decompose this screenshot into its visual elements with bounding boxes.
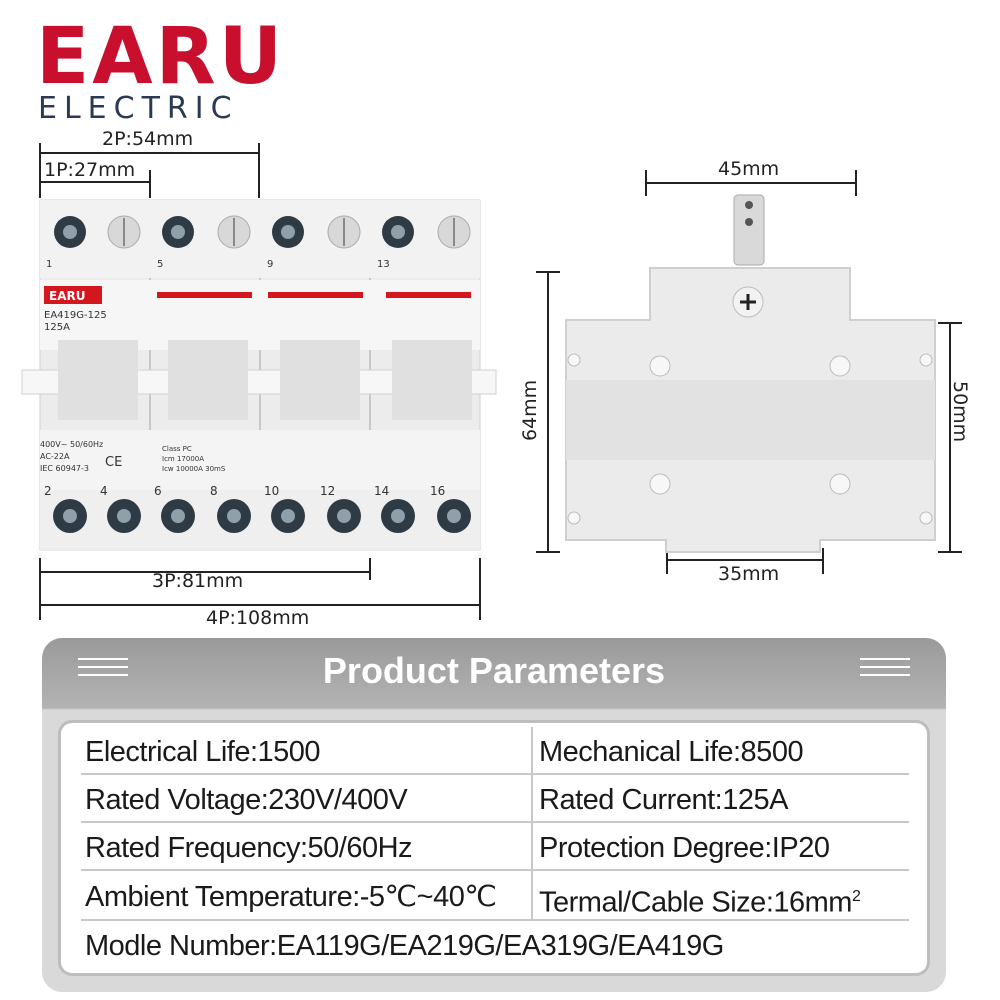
- side-view-body: [565, 194, 936, 553]
- terminal-number: 9: [267, 259, 273, 270]
- dim-4p: 4P:108mm: [206, 607, 310, 629]
- device-icw: Icw 10000A 30mS: [162, 465, 226, 473]
- terminal-number: 16: [430, 484, 445, 498]
- dim-50mm: 50mm: [949, 381, 971, 443]
- device-class: Class PC: [162, 445, 192, 453]
- terminal-number: 10: [264, 484, 279, 498]
- terminal-number: 4: [100, 484, 108, 498]
- row-divider: [81, 773, 909, 775]
- decorative-lines-icon: [78, 658, 128, 682]
- front-dimension-lines: [39, 143, 481, 620]
- product-parameters-panel: Product Parameters Electrical Life:1500 …: [42, 638, 946, 992]
- param-ambient-temperature: Ambient Temperature:-5℃~40℃: [85, 881, 497, 913]
- row-divider: [81, 919, 909, 921]
- terminal-number: 5: [157, 259, 163, 270]
- logo-brand-text: EARU: [36, 12, 286, 102]
- bottom-screws: [53, 499, 471, 533]
- parameters-table: Electrical Life:1500 Rated Voltage:230V/…: [58, 720, 930, 976]
- dim-35mm: 35mm: [718, 563, 780, 585]
- top-screws: [54, 215, 471, 249]
- param-rated-current: Rated Current:125A: [539, 784, 788, 816]
- param-cable-size: Termal/Cable Size:16mm2: [539, 880, 861, 920]
- param-mechanical-life: Mechanical Life:8500: [539, 736, 804, 768]
- front-view-illustration: EARU EA419G-125 125A 400V~ 50/60Hz AC-22…: [21, 143, 962, 620]
- terminal-number: 6: [154, 484, 162, 498]
- device-standard: IEC 60947-3: [40, 464, 89, 473]
- param-protection-degree: Protection Degree:IP20: [539, 832, 830, 864]
- terminal-number: 12: [320, 484, 335, 498]
- dim-2p: 2P:54mm: [102, 128, 194, 150]
- terminal-number: 13: [377, 259, 390, 270]
- switch-body: [21, 199, 497, 551]
- dim-3p: 3P:81mm: [152, 570, 244, 592]
- logo-sub-text: ELECTRIC: [38, 91, 239, 126]
- param-cable-size-exponent: 2: [851, 888, 861, 905]
- panel-header: Product Parameters: [42, 638, 946, 704]
- decorative-lines-icon: [860, 658, 910, 682]
- param-rated-frequency: Rated Frequency:50/60Hz: [85, 832, 413, 864]
- param-electrical-life: Electrical Life:1500: [85, 736, 321, 768]
- device-voltage: 400V~ 50/60Hz: [40, 440, 103, 449]
- terminal-number: 2: [44, 484, 52, 498]
- terminal-number: 14: [374, 484, 389, 498]
- dim-64mm: 64mm: [519, 379, 541, 441]
- terminal-number: 1: [46, 259, 52, 270]
- device-brand-badge: EARU: [49, 289, 85, 303]
- column-divider: [531, 727, 533, 921]
- brand-logo: EARU ELECTRIC: [36, 12, 296, 126]
- device-category: AC-22A: [40, 452, 70, 461]
- device-icm: Icm 17000A: [162, 455, 204, 463]
- device-current: 125A: [44, 322, 70, 333]
- row-divider: [81, 869, 909, 871]
- side-dimension-lines: [536, 170, 962, 574]
- device-ce-mark: CE: [105, 455, 122, 470]
- param-model-number: Modle Number:EA119G/EA219G/EA319G/EA419G: [85, 930, 724, 962]
- param-rated-voltage: Rated Voltage:230V/400V: [85, 784, 408, 816]
- dim-45mm: 45mm: [718, 158, 780, 180]
- terminal-number: 8: [210, 484, 218, 498]
- param-cable-size-text: Termal/Cable Size:16mm: [539, 886, 852, 919]
- row-divider: [81, 821, 909, 823]
- panel-title: Product Parameters: [322, 650, 666, 691]
- device-model: EA419G-125: [44, 310, 107, 321]
- dim-1p: 1P:27mm: [44, 159, 136, 181]
